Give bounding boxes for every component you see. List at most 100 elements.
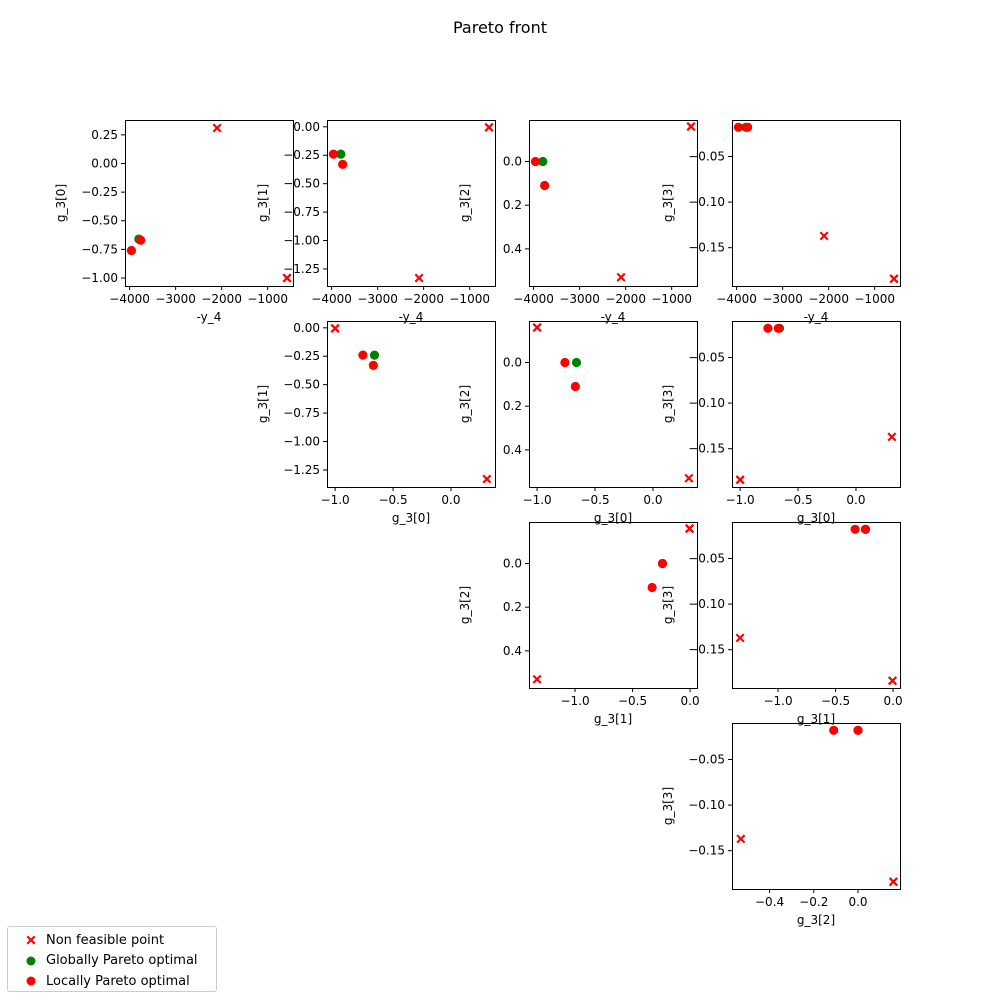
y-tick-label: −0.50 [283,378,320,392]
legend-item-local: Locally Pareto optimal [16,971,208,992]
local-pareto-point [328,149,339,159]
local-pareto-point [773,323,783,333]
x-tick-label: −2000 [201,292,242,306]
x-tick-label: −4000 [109,292,150,306]
y-tick-label: −0.15 [688,844,725,858]
non-feasible-point [686,122,696,132]
y-tick-label: 0.00 [293,321,320,335]
y-tick-label: 0.0 [503,356,522,370]
y-axis-label: g_3[3] [661,787,675,825]
y-tick-label: 0.00 [91,157,118,171]
y-axis-label: g_3[2] [458,184,472,222]
y-tick-label: −0.10 [688,195,725,209]
local-pareto-point [853,725,863,735]
x-axis-label: -y_4 [399,310,424,324]
points-group [735,524,898,686]
non-feasible-point [819,231,829,241]
y-tick-label: −1.00 [283,435,320,449]
x-tick-label: −1000 [651,292,692,306]
x-tick-label: −2000 [605,292,646,306]
local-pareto-point [829,725,839,735]
points-group [530,122,696,282]
non-feasible-point [736,834,746,844]
non-feasible-point [889,274,899,284]
x-tick-label: −0.5 [783,493,812,507]
legend: Non feasible point Globally Pareto optim… [7,926,217,992]
y-tick-label: −0.15 [688,643,725,657]
x-tick-label: −0.4 [755,895,784,909]
local-pareto-point [540,180,550,191]
x-marker-icon [16,934,46,946]
x-tick-label: −1000 [854,292,895,306]
axes-frame [529,522,698,689]
local-pareto-point [657,558,668,569]
subplot-2: −4000−3000−2000−10000.00−0.25−0.50−0.75−… [256,120,496,324]
legend-item-non-feasible: Non feasible point [16,930,208,951]
subplot-1: −4000−3000−2000−10000.250.00−0.25−0.50−0… [54,120,294,324]
non-feasible-point [532,674,542,684]
y-tick-label: 0.25 [91,128,118,142]
figure-title: Pareto front [452,18,547,37]
y-axis-label: g_3[0] [54,184,68,222]
x-axis-label: g_3[2] [797,913,835,927]
x-axis-label: g_3[0] [797,511,835,525]
y-tick-label: 0.4 [503,443,522,457]
x-tick-label: −3000 [762,292,803,306]
local-pareto-point [126,245,137,256]
points-group [532,323,694,483]
x-tick-label: 0.0 [846,493,865,507]
local-pareto-point [338,159,348,169]
axes-frame [732,120,901,287]
x-axis-label: -y_4 [804,310,829,324]
axes-frame [732,321,901,488]
y-tick-label: −0.50 [81,214,118,228]
non-feasible-point [888,877,898,887]
y-tick-label: 0.00 [293,120,320,134]
circle-marker-icon [16,975,46,987]
y-axis-label: g_3[3] [661,385,675,423]
y-axis-label: g_3[2] [458,586,472,624]
non-feasible-point [212,123,222,133]
points-group [328,122,494,283]
global-pareto-point [571,357,582,368]
local-pareto-point [560,357,570,368]
x-tick-label: 0.0 [848,895,867,909]
non-feasible-point [888,676,898,686]
x-tick-label: −3000 [559,292,600,306]
x-tick-label: 0.0 [681,694,700,708]
non-feasible-point [616,272,626,282]
y-tick-label: 0.2 [503,600,522,614]
legend-label: Globally Pareto optimal [46,953,198,969]
axes-frame [529,120,698,287]
local-pareto-point [570,381,580,392]
axes-frame [732,723,901,890]
x-tick-label: −1.0 [321,493,350,507]
x-tick-label: −4000 [311,292,352,306]
y-tick-label: −1.00 [283,234,320,248]
y-tick-label: −1.00 [81,271,118,285]
legend-item-global: Globally Pareto optimal [16,951,208,972]
local-pareto-point [733,122,744,132]
axes-frame [327,321,496,488]
non-feasible-point [482,474,492,484]
y-tick-label: 0.4 [503,644,522,658]
y-tick-label: −0.50 [283,177,320,191]
y-tick-label: −0.75 [283,406,320,420]
x-tick-label: −4000 [716,292,757,306]
y-tick-label: 0.2 [503,399,522,413]
x-tick-label: −1.0 [560,694,589,708]
y-tick-label: 0.2 [503,198,522,212]
y-axis-label: g_3[3] [661,586,675,624]
y-tick-label: −0.25 [283,148,320,162]
x-tick-label: −4000 [513,292,554,306]
x-tick-label: −1.0 [726,493,755,507]
local-pareto-point [860,524,871,534]
y-tick-label: −0.05 [688,551,725,565]
x-axis-label: g_3[1] [594,712,632,726]
y-tick-label: −0.05 [688,350,725,364]
x-tick-label: −2000 [808,292,849,306]
